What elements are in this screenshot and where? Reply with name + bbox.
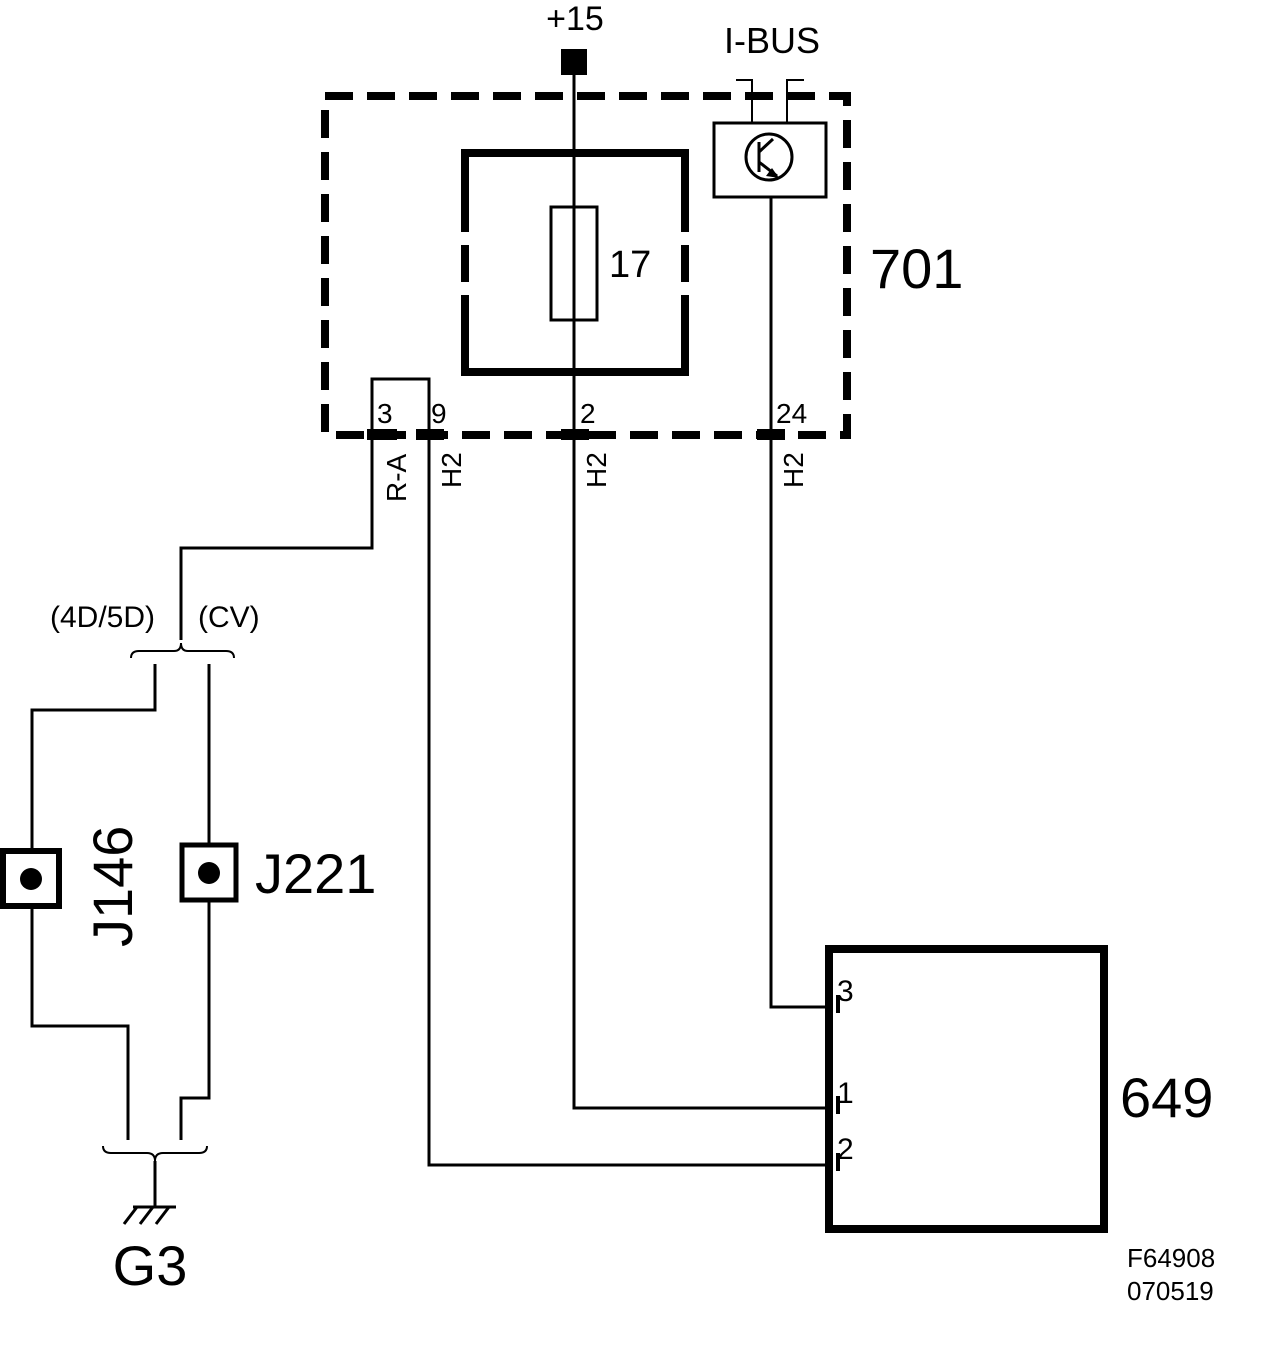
- module-649-pin-3: 3: [837, 975, 854, 1008]
- connector-j221-label: J221: [255, 842, 376, 905]
- wire-color-h2-pin24: H2: [778, 452, 809, 488]
- wire-pin3: [179, 435, 374, 640]
- figure-code: F64908: [1127, 1243, 1215, 1273]
- ground-label: G3: [113, 1234, 188, 1297]
- pin-701-2: 2: [580, 398, 596, 429]
- supply-terminal: [561, 49, 587, 75]
- variant-brace-bottom: [102, 1145, 208, 1162]
- figure-date: 070519: [1127, 1276, 1214, 1306]
- module-649: [825, 945, 1108, 1233]
- wire-bus: [769, 197, 838, 1009]
- bus-connector-right: [786, 79, 804, 124]
- pin-701-3: 3: [377, 398, 393, 429]
- connector-j221-pin-icon: [198, 862, 220, 884]
- supply-label: +15: [546, 0, 604, 38]
- ground-icon: [122, 1161, 176, 1225]
- wire-pin9: [370, 377, 838, 1167]
- wire-j146-branch: [30, 664, 157, 851]
- module-701-label: 701: [870, 237, 963, 300]
- wire-j221-down: [179, 900, 211, 1140]
- wire-color-h2-pin2: H2: [581, 452, 612, 488]
- variant-4d5d: (4D/5D): [50, 601, 155, 634]
- module-649-pin-1: 1: [837, 1077, 854, 1110]
- pin-701-9: 9: [431, 398, 447, 429]
- wire-color-ra: R-A: [381, 453, 412, 502]
- variant-brace-top: [130, 642, 235, 659]
- transistor-box: [712, 121, 828, 199]
- bus-label: I-BUS: [724, 20, 820, 61]
- module-701-boundary: [321, 92, 851, 439]
- wire-supply: [572, 75, 838, 1110]
- bus-connector-left: [736, 79, 753, 124]
- module-649-pin-2: 2: [837, 1133, 854, 1166]
- connector-j146-pin-icon: [20, 868, 42, 890]
- fuse-number: 17: [609, 244, 651, 286]
- connector-j146-label: J146: [81, 826, 144, 947]
- wire-color-h2-pin9: H2: [436, 452, 467, 488]
- transistor-icon: [744, 132, 794, 182]
- module-649-label: 649: [1120, 1066, 1213, 1129]
- wire-j146-down: [30, 906, 130, 1140]
- variant-cv: (CV): [198, 601, 260, 634]
- pin-701-24: 24: [776, 398, 807, 429]
